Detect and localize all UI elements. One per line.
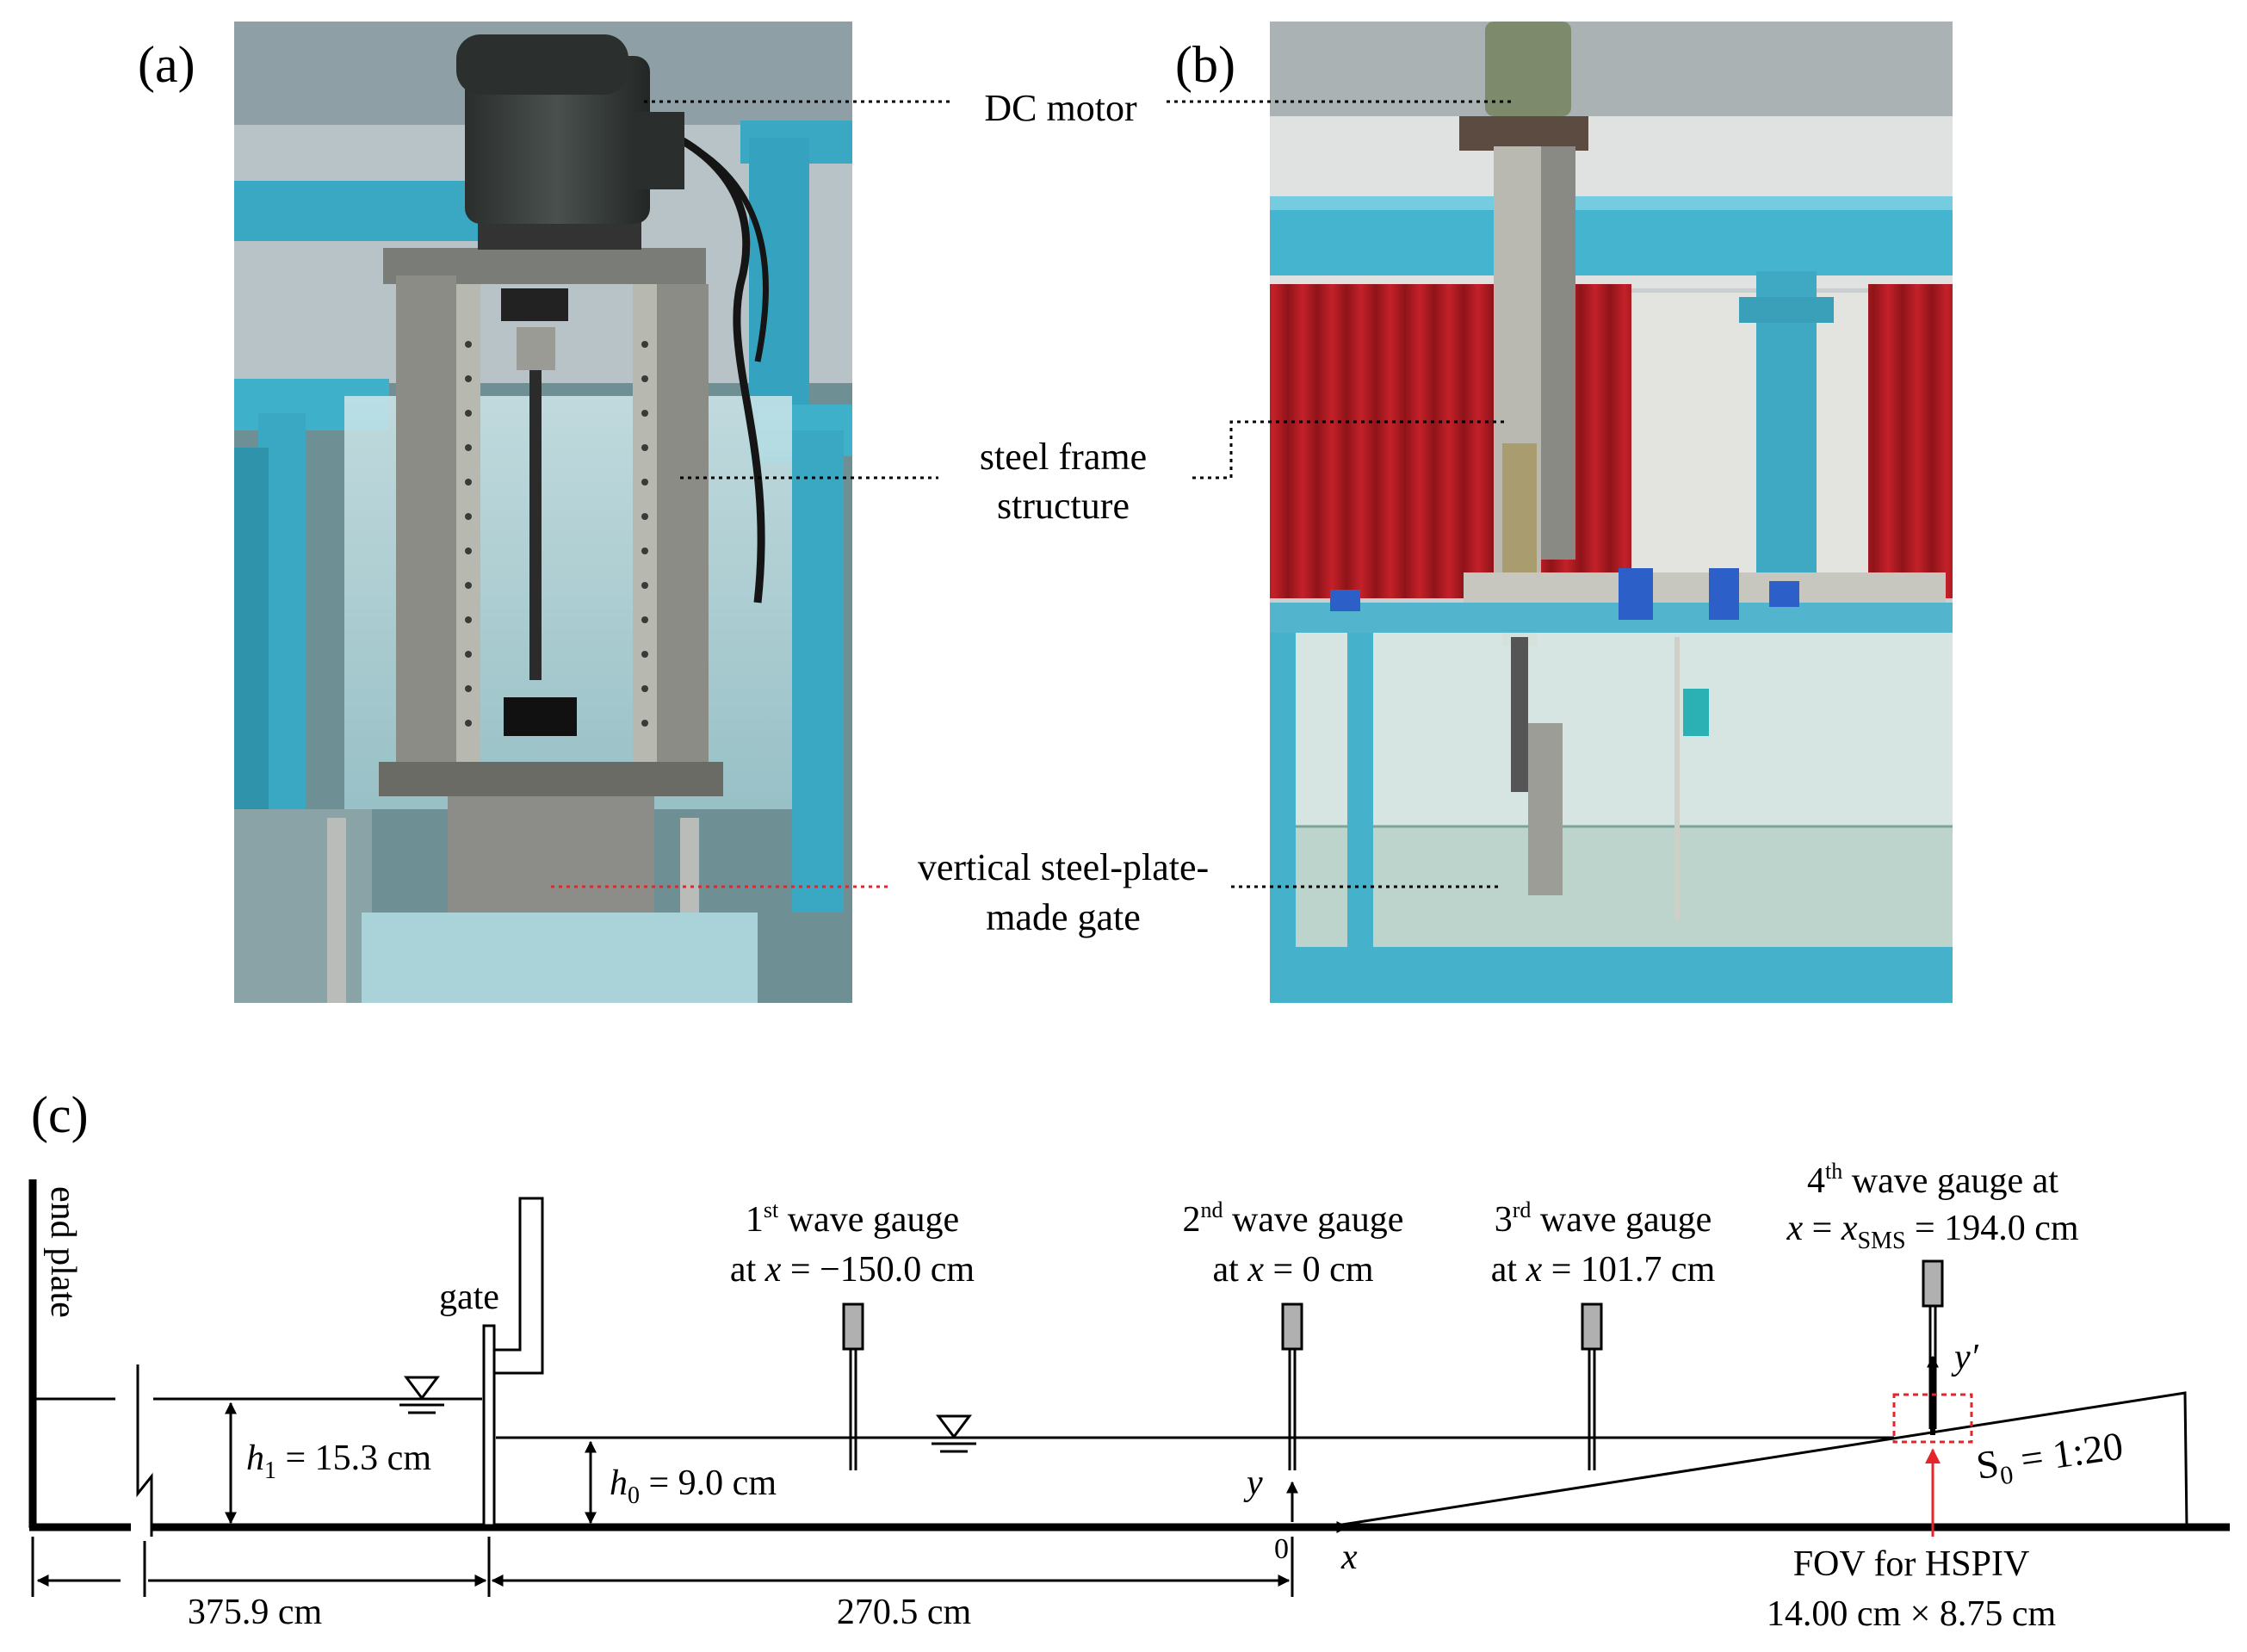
frame-perforations <box>465 341 648 727</box>
label-end-plate: end plate <box>43 1186 83 1318</box>
label-gauge1-line2: at x = −150.0 cm <box>730 1250 975 1290</box>
label-gauge4-line1: 4th wave gauge at <box>1807 1159 2058 1201</box>
label-gauge3-line1: 3rd wave gauge <box>1495 1197 1712 1240</box>
label-x-axis: x <box>1340 1538 1358 1577</box>
label-dim-270: 270.5 cm <box>837 1593 972 1632</box>
callout-gate-line2: made gate <box>986 896 1141 938</box>
schematic-c <box>28 1179 2230 1597</box>
callouts <box>551 100 1515 888</box>
label-yprime-axis: y′ <box>1951 1338 1979 1377</box>
photo-b-side-view <box>1270 22 1953 1003</box>
panel-label-b: (b) <box>1175 36 1235 93</box>
wave-gauge-2 <box>1281 1302 1303 1470</box>
wave-gauge-3 <box>1581 1302 1603 1470</box>
callout-steel-frame-line2: structure <box>997 485 1130 527</box>
label-y-axis: y <box>1243 1463 1263 1503</box>
gate-top-bracket <box>494 1197 544 1375</box>
dc-motor-photo-a <box>456 34 684 250</box>
break-symbol <box>136 1364 153 1537</box>
label-gauge2-line2: at x = 0 cm <box>1213 1250 1374 1290</box>
gate-plate <box>482 1324 496 1527</box>
label-fov-line1: FOV for HSPIV <box>1793 1544 2030 1584</box>
sloping-beach <box>1325 1391 2188 1529</box>
water-level-symbol-2 <box>936 1414 972 1439</box>
photo-a-wave-maker <box>234 22 852 1003</box>
callout-dc-motor: DC motor <box>984 87 1137 129</box>
label-gauge3-line2: at x = 101.7 cm <box>1491 1250 1716 1290</box>
panel-label-c: (c) <box>31 1086 89 1143</box>
water-level-symbol-1 <box>404 1376 440 1401</box>
label-slope: S0 = 1:20 <box>1973 1424 2126 1494</box>
label-h1: h1 = 15.3 cm <box>246 1439 431 1484</box>
label-h0: h0 = 9.0 cm <box>610 1463 777 1509</box>
callout-gate-line1: vertical steel-plate- <box>918 846 1209 888</box>
label-gauge4-line2: x = xSMS = 194.0 cm <box>1786 1209 2078 1254</box>
fov-box <box>1892 1393 1973 1444</box>
label-origin: 0 <box>1274 1533 1289 1565</box>
wave-gauge-1 <box>842 1302 864 1470</box>
label-gate: gate <box>439 1278 499 1317</box>
leader-steel-frame-b <box>1192 420 1507 480</box>
label-dim-375: 375.9 cm <box>188 1593 323 1632</box>
label-fov-line2: 14.00 cm × 8.75 cm <box>1767 1594 2057 1634</box>
panel-label-a: (a) <box>138 36 195 93</box>
label-gauge2-line1: 2nd wave gauge <box>1183 1197 1404 1240</box>
callout-steel-frame-line1: steel frame <box>980 436 1147 478</box>
label-gauge1-line1: 1st wave gauge <box>746 1197 959 1240</box>
